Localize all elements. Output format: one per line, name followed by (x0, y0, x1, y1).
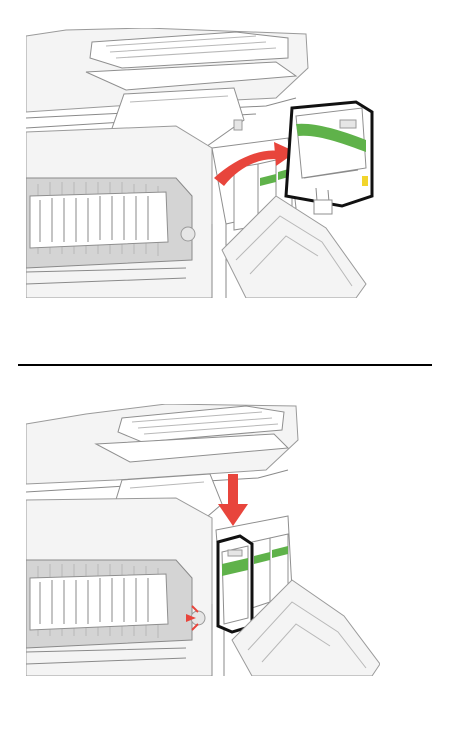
side-door (231, 579, 380, 676)
insert-cartridge-drawing (26, 404, 380, 676)
step-2-illustration (26, 404, 380, 676)
printer-body (26, 125, 213, 298)
down-arrow-icon (218, 474, 248, 526)
side-door (221, 195, 367, 298)
printer-top-unit (26, 28, 309, 129)
remove-cartridge-drawing (26, 28, 374, 298)
printer-body (26, 497, 213, 676)
toner-cartridge (284, 100, 374, 215)
printer-top-unit (26, 404, 299, 493)
curved-arrow-icon (214, 142, 296, 186)
toner-cartridge (216, 534, 254, 634)
latch-indicator-icon (186, 605, 206, 631)
step-1-illustration (26, 28, 380, 298)
divider-line (18, 364, 432, 366)
